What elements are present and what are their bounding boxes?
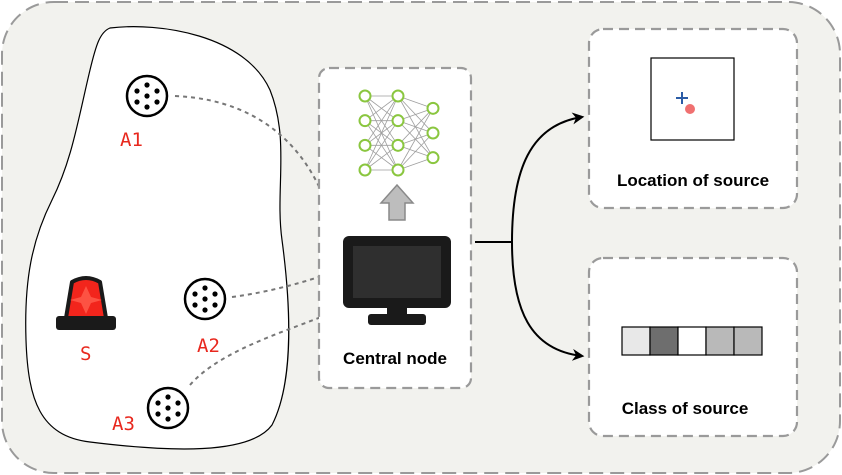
arrow-to-location bbox=[511, 112, 585, 243]
nn-node bbox=[426, 126, 440, 140]
nn-node bbox=[426, 101, 440, 115]
sensing-area bbox=[25, 26, 290, 450]
agent-a3 bbox=[146, 386, 190, 430]
agent-a2 bbox=[183, 277, 227, 321]
location-plot-icon bbox=[650, 57, 735, 141]
estimated-location-dot bbox=[685, 104, 695, 114]
class-vector-icon bbox=[621, 326, 763, 356]
nn-node bbox=[391, 138, 405, 152]
sensor-dots bbox=[155, 394, 181, 422]
class-cell bbox=[649, 326, 679, 356]
location-output-label: Location of source bbox=[617, 171, 769, 190]
monitor-icon bbox=[343, 236, 451, 325]
nn-edge bbox=[397, 108, 434, 146]
nn-node bbox=[391, 89, 405, 103]
agent-a1 bbox=[125, 74, 169, 118]
source-label: S bbox=[80, 343, 91, 365]
nn-edge bbox=[364, 120, 399, 171]
alarm-siren-icon bbox=[56, 276, 116, 330]
class-cell bbox=[705, 326, 735, 356]
agent-label-a1: A1 bbox=[120, 129, 143, 151]
nn-node bbox=[358, 163, 372, 177]
arrow-to-class bbox=[511, 241, 585, 361]
nn-edge bbox=[364, 95, 399, 146]
nn-edge bbox=[364, 95, 399, 171]
central-node-label: Central node bbox=[343, 349, 447, 368]
signal-arrow-a2 bbox=[231, 269, 336, 298]
upward-block-arrow bbox=[379, 183, 415, 221]
agent-label-a2: A2 bbox=[197, 335, 220, 357]
nn-edge bbox=[364, 95, 399, 121]
nn-node bbox=[358, 114, 372, 128]
class-cell bbox=[621, 326, 651, 356]
class-cell bbox=[733, 326, 763, 356]
class-output-label: Class of source bbox=[622, 399, 749, 418]
agent-label-a3: A3 bbox=[112, 413, 135, 435]
nn-node bbox=[358, 138, 372, 152]
nn-node bbox=[391, 163, 405, 177]
signal-arrow-a1 bbox=[174, 95, 340, 240]
class-cell bbox=[677, 326, 707, 356]
nn-node bbox=[391, 114, 405, 128]
nn-edge bbox=[364, 145, 399, 171]
nn-node bbox=[426, 151, 440, 165]
nn-edge bbox=[397, 108, 434, 171]
nn-node bbox=[358, 89, 372, 103]
neural-network-icon bbox=[350, 84, 450, 182]
nn-edge bbox=[397, 132, 434, 171]
sensor-dots bbox=[134, 82, 160, 110]
sensor-dots bbox=[192, 285, 218, 313]
signal-arrow-a3 bbox=[189, 310, 336, 386]
